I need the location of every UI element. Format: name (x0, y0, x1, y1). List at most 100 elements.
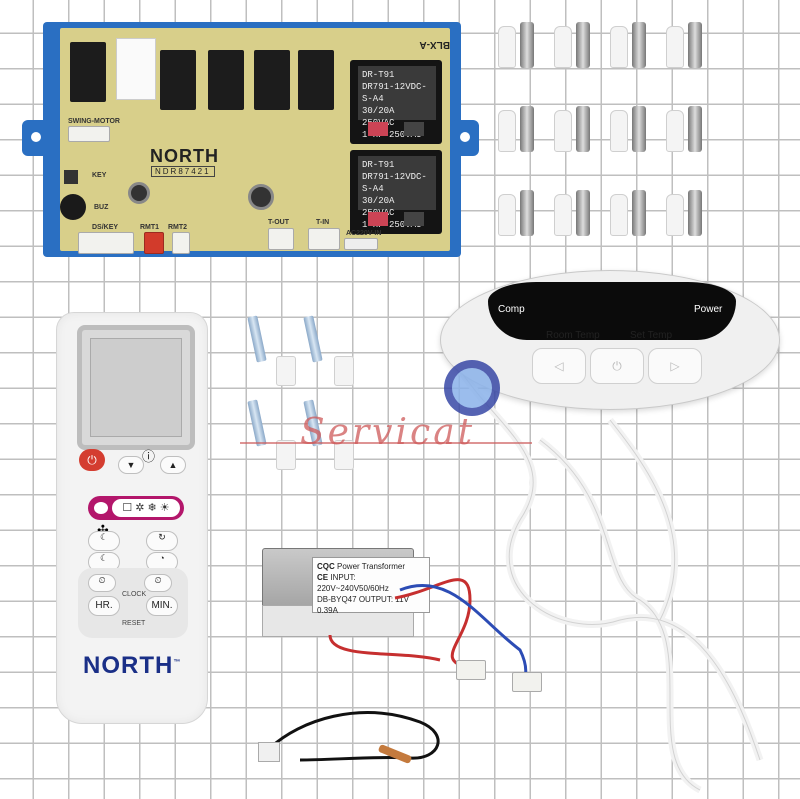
transformer-label: CQC Power Transformer CE INPUT: 220V~240… (312, 557, 430, 615)
sensor-plug (258, 742, 280, 762)
spade-terminal (610, 106, 652, 154)
swing-icon: ↻ (158, 532, 166, 542)
silk-rmt2: RMT2 (168, 224, 188, 231)
qr-sticker (116, 38, 156, 100)
right-arrow-icon: ▷ (670, 359, 680, 373)
swing-connector (68, 126, 110, 142)
silk-tin: T-IN (316, 219, 330, 226)
display-left-button[interactable]: ◁ (532, 348, 586, 384)
silk-rmt1: RMT1 (140, 224, 160, 231)
moon-icon: ☾ (99, 532, 109, 542)
display-cable-edge (459, 369, 761, 791)
transformer-input: INPUT: 220V~240V50/60Hz (317, 573, 389, 593)
spade-terminal (554, 190, 596, 238)
silk-buz: BUZ (94, 204, 109, 211)
remote-sleep-button[interactable]: ☾ (88, 531, 120, 551)
spade-terminal (610, 190, 652, 238)
light-icon: ◔ (159, 553, 165, 563)
rmt2-connector (172, 232, 190, 254)
remote-timer-off-button[interactable]: ⏲ (144, 574, 172, 592)
timer-on-icon: ⏲ (98, 575, 106, 585)
spade-terminal (554, 22, 596, 70)
remote-hr-button[interactable]: HR. (88, 596, 120, 616)
set-temp-label: Set Temp (630, 330, 673, 341)
room-temp-label: Room Temp (546, 330, 600, 341)
key-switch (64, 170, 78, 184)
transformer-plug (456, 660, 486, 680)
tout-connector (268, 228, 294, 250)
display-right-button[interactable]: ▷ (648, 348, 702, 384)
remote-up-button[interactable]: ▲ (160, 456, 186, 474)
info-icon: ⓘ (142, 449, 156, 464)
left-arrow-icon: ◁ (554, 359, 564, 373)
cqc-mark: CQC (317, 562, 335, 571)
transformer-title: Power Transformer (337, 562, 406, 571)
relay (160, 50, 196, 110)
buzzer (60, 194, 86, 220)
spade-terminal (498, 22, 540, 70)
display-cable (457, 368, 764, 794)
remote-brand: NORTH™ (83, 652, 181, 680)
red-wire (328, 634, 441, 662)
silk-ac: AC220V-IN (346, 230, 382, 237)
relay-terminal (404, 122, 424, 136)
wall-anchor (276, 440, 296, 470)
display-power-button[interactable]: ⏻ (590, 348, 644, 384)
spade-terminal (498, 190, 540, 238)
down-icon: ▼ (126, 460, 136, 470)
watermark-underline (240, 442, 532, 444)
silk-key: KEY (92, 172, 107, 179)
silk-tout: T-OUT (268, 219, 289, 226)
fan-icon (94, 502, 108, 514)
dskey-connector (78, 232, 134, 254)
ac-connector (344, 238, 378, 250)
wall-anchor (334, 356, 354, 386)
spade-terminal (666, 22, 708, 70)
remote-timer-on-button[interactable]: ⏲ (88, 574, 116, 592)
transformer-plug (512, 672, 542, 692)
remote-swing-button[interactable]: ↻ (146, 531, 178, 551)
sensor-wire (268, 711, 440, 762)
wall-anchor (334, 440, 354, 470)
clock-label: CLOCK (122, 591, 147, 598)
remote-lcd (77, 325, 195, 450)
power-icon: ⏻ (612, 359, 622, 373)
transformer-code: DB-BYQ47 (317, 595, 357, 604)
servicat-logo (444, 360, 500, 416)
spade-terminal (610, 22, 652, 70)
rmt1-connector (144, 232, 164, 254)
relay-terminal (368, 122, 388, 136)
remote-power-button[interactable]: ⏻ (79, 449, 105, 471)
spade-terminal (666, 190, 708, 238)
watermark-text: Servicat (300, 412, 476, 453)
power-label: Power (694, 304, 723, 315)
mode-icons: ☐ ✲ ❄ ☀ (112, 499, 180, 517)
pcb-model: NDR87421 (151, 166, 215, 177)
remote-min-button[interactable]: MIN. (146, 596, 178, 616)
relay (208, 50, 244, 110)
reset-label: RESET (122, 620, 146, 627)
relay (254, 50, 290, 110)
relay-terminal (404, 212, 424, 226)
capacitor (248, 184, 274, 210)
spade-terminal (666, 106, 708, 154)
transformer-output: OUTPUT: 11V 0.39A (317, 595, 409, 615)
remote-down-button[interactable]: ▼ (118, 456, 144, 474)
relay-terminal (368, 212, 388, 226)
fan-speed-icon: ✣ (97, 522, 109, 538)
remote-brand-text: NORTH (83, 652, 174, 679)
mount-tab-right (451, 120, 479, 156)
spade-terminal (554, 106, 596, 154)
up-icon: ▲ (168, 460, 178, 470)
pcb-brand: NORTH (150, 146, 219, 166)
remote-mode-button[interactable]: ☐ ✲ ❄ ☀ (88, 496, 184, 520)
capacitor (128, 182, 150, 204)
turbo-icon: ☾ (99, 553, 109, 563)
spade-terminal (498, 106, 540, 154)
power-icon: ⏻ (87, 453, 97, 467)
power-relay: DR-T91 DR791-12VDC-S-A4 30/20A 250VAC 1 … (350, 60, 442, 144)
mount-tab-left (22, 120, 50, 156)
power-relay: DR-T91 DR791-12VDC-S-A4 30/20A 250VAC 1 … (350, 150, 442, 234)
silk-dskey: DS/KEY (92, 224, 119, 231)
ce-mark: CE (317, 573, 329, 582)
